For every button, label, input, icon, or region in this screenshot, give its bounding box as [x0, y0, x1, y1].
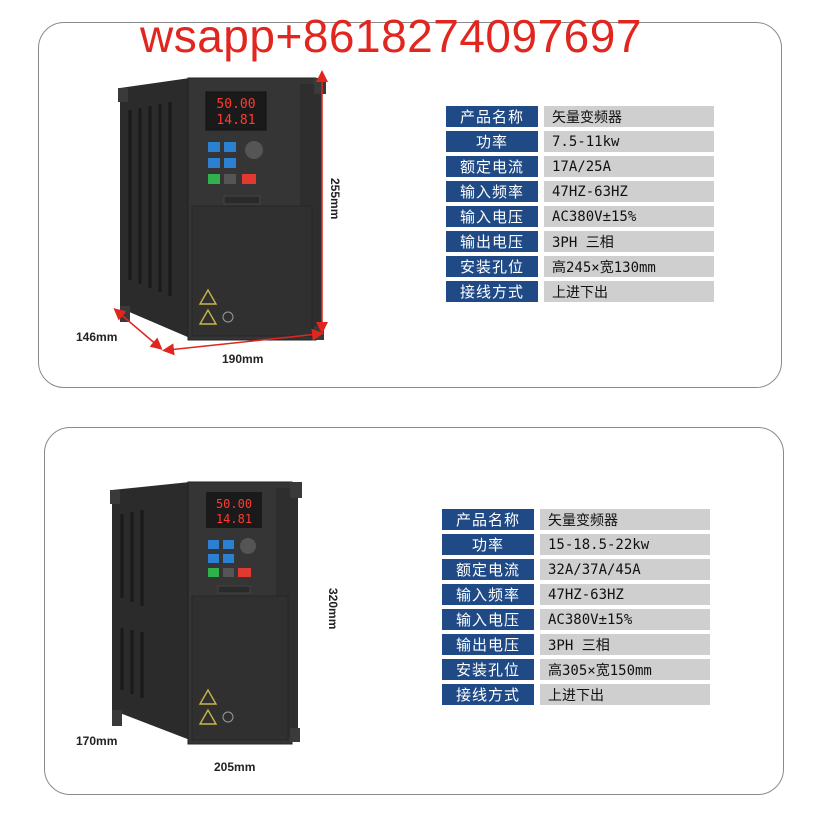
spec-table-2: 产品名称矢量变频器功率 15-18.5-22kw 额定电流 32A/37A/45A 输入…	[442, 505, 710, 709]
spec-row: 输出电压 3PH 三相	[446, 231, 714, 252]
spec-value: 矢量变频器	[544, 106, 714, 127]
spec-value: 高245×宽130mm	[544, 256, 714, 277]
display-line-1: 50.00	[216, 497, 252, 511]
logo-icon	[222, 711, 234, 723]
height-dimension-label: 320mm	[326, 588, 340, 630]
run-button	[208, 568, 219, 577]
spec-label: 输入频率	[442, 584, 534, 605]
logo-icon	[222, 311, 234, 323]
warning-icon	[198, 688, 218, 705]
spec-label: 安装孔位	[442, 659, 534, 680]
keypad-button	[224, 174, 236, 184]
spec-value: 32A/37A/45A	[540, 559, 710, 580]
keypad-button	[208, 158, 220, 168]
warning-icon	[198, 708, 218, 725]
depth-dimension-label: 170mm	[76, 734, 118, 748]
spec-value: 上进下出	[540, 684, 710, 705]
keypad-button	[223, 540, 234, 549]
vfd-device-image-2: 50.00 14.81	[110, 481, 302, 745]
spec-label: 接线方式	[442, 684, 534, 705]
spec-label: 输入电压	[442, 609, 534, 630]
spec-label: 安装孔位	[446, 256, 538, 277]
spec-row: 安装孔位高305×宽150mm	[442, 659, 710, 680]
keypad-button	[223, 568, 234, 577]
knob-icon	[240, 538, 256, 554]
spec-table-1: 产品名称矢量变频器功率 7.5-11kw 额定电流 17A/25A 输入频率 47HZ-6…	[446, 102, 714, 306]
spec-label: 额定电流	[442, 559, 534, 580]
spec-row: 产品名称矢量变频器	[442, 509, 710, 530]
spec-value: 47HZ-63HZ	[544, 181, 714, 202]
warning-icon	[198, 308, 218, 325]
spec-label: 产品名称	[446, 106, 538, 127]
spec-label: 功率	[446, 131, 538, 152]
spec-value: 上进下出	[544, 281, 714, 302]
spec-row: 输入频率 47HZ-63HZ	[442, 584, 710, 605]
spec-row: 接线方式上进下出	[442, 684, 710, 705]
height-dimension-label: 255mm	[328, 178, 342, 220]
spec-value: 17A/25A	[544, 156, 714, 177]
spec-value: 矢量变频器	[540, 509, 710, 530]
keypad-button	[224, 158, 236, 168]
keypad-button	[208, 554, 219, 563]
spec-row: 功率 15-18.5-22kw	[442, 534, 710, 555]
vfd-device-image-1: 50.00 14.81	[118, 77, 326, 341]
width-dimension-label: 205mm	[214, 760, 256, 774]
watermark: wsapp+8618274097697	[140, 10, 642, 62]
spec-value: 15-18.5-22kw	[540, 534, 710, 555]
spec-row: 输出电压 3PH 三相	[442, 634, 710, 655]
spec-row: 额定电流 32A/37A/45A	[442, 559, 710, 580]
stop-button	[242, 174, 256, 184]
spec-value: 3PH 三相	[544, 231, 714, 252]
spec-value: 7.5-11kw	[544, 131, 714, 152]
spec-label: 输出电压	[442, 634, 534, 655]
run-button	[208, 174, 220, 184]
spec-label: 产品名称	[442, 509, 534, 530]
depth-dimension-label: 146mm	[76, 330, 118, 344]
knob-icon	[245, 141, 263, 159]
spec-value: 3PH 三相	[540, 634, 710, 655]
spec-label: 额定电流	[446, 156, 538, 177]
spec-value: 高305×宽150mm	[540, 659, 710, 680]
keypad-button	[208, 142, 220, 152]
spec-row: 输入电压 AC380V±15%	[442, 609, 710, 630]
keypad-button	[224, 142, 236, 152]
spec-row: 接线方式上进下出	[446, 281, 714, 302]
spec-value: 47HZ-63HZ	[540, 584, 710, 605]
display-line-1: 50.00	[216, 97, 255, 112]
spec-label: 功率	[442, 534, 534, 555]
spec-value: AC380V±15%	[544, 206, 714, 227]
spec-label: 输入电压	[446, 206, 538, 227]
spec-label: 接线方式	[446, 281, 538, 302]
display-line-2: 14.81	[216, 512, 252, 526]
spec-row: 输入频率 47HZ-63HZ	[446, 181, 714, 202]
spec-value: AC380V±15%	[540, 609, 710, 630]
keypad-button	[223, 554, 234, 563]
width-dimension-label: 190mm	[222, 352, 264, 366]
spec-row: 安装孔位高245×宽130mm	[446, 256, 714, 277]
display-line-2: 14.81	[216, 113, 255, 128]
keypad-button	[208, 540, 219, 549]
spec-row: 输入电压 AC380V±15%	[446, 206, 714, 227]
spec-row: 产品名称矢量变频器	[446, 106, 714, 127]
spec-label: 输出电压	[446, 231, 538, 252]
stop-button	[238, 568, 251, 577]
spec-row: 功率 7.5-11kw	[446, 131, 714, 152]
spec-label: 输入频率	[446, 181, 538, 202]
spec-row: 额定电流 17A/25A	[446, 156, 714, 177]
warning-icon	[198, 288, 218, 305]
